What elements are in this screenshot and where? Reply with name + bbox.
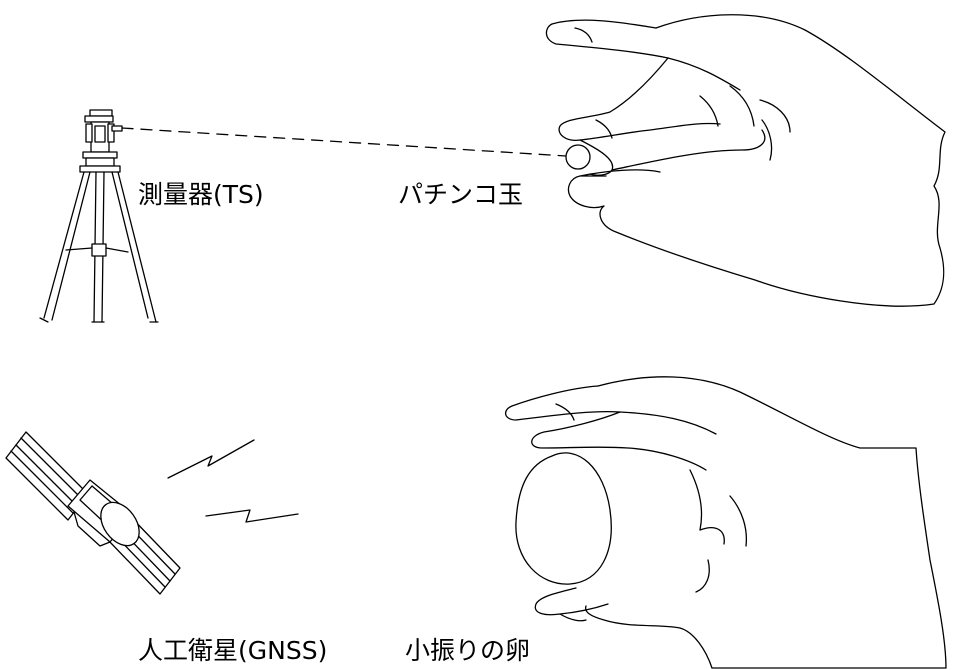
thumb <box>579 129 766 176</box>
satellite-label: 人工衛星(GNSS) <box>138 636 328 665</box>
hand-holding-egg-illustration <box>505 376 947 669</box>
satellite-antenna-dish <box>100 501 140 547</box>
knuckle-creases <box>574 27 791 161</box>
lower-knuckle-creases <box>555 403 748 593</box>
signal-waves <box>167 439 299 523</box>
total-station-instrument <box>79 109 123 173</box>
lower-index-finger <box>505 385 717 435</box>
index-finger <box>545 19 741 91</box>
total-station-label: 測量器(TS) <box>138 180 264 209</box>
pachinko-ball <box>565 144 591 170</box>
sight-line <box>121 127 567 157</box>
hand-holding-ball-illustration <box>545 14 946 307</box>
upper-hand-outline <box>567 14 946 307</box>
total-station-illustration <box>39 109 567 323</box>
lower-thumb <box>534 587 609 622</box>
small-egg-label: 小振りの卵 <box>405 636 531 665</box>
tripod <box>39 171 159 323</box>
pachinko-ball-label: パチンコ玉 <box>398 180 524 209</box>
middle-finger <box>558 57 721 141</box>
lower-middle-finger <box>531 411 707 471</box>
small-egg <box>515 452 612 585</box>
satellite-illustration <box>5 431 299 595</box>
lower-hand-outline <box>584 376 947 669</box>
solar-panel-left <box>5 431 89 521</box>
